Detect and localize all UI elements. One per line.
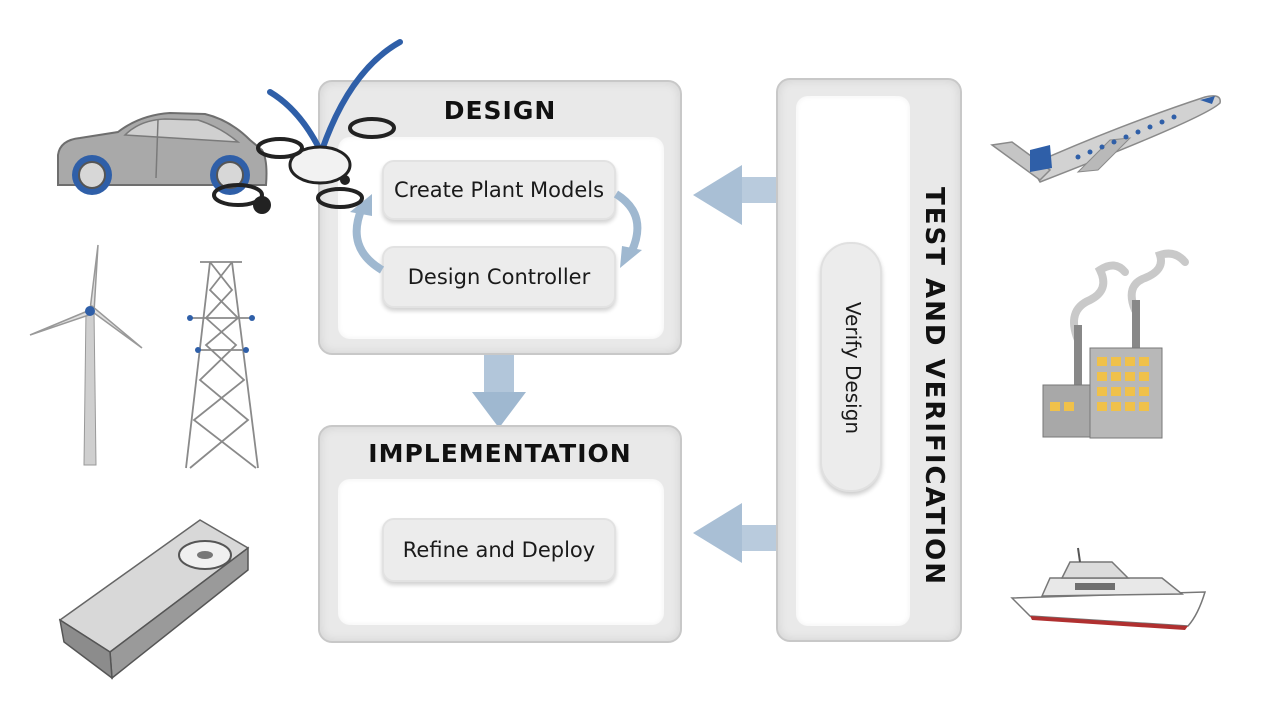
design-controller-step[interactable]: Design Controller xyxy=(382,246,616,308)
verify-to-implementation-arrowhead xyxy=(693,503,742,563)
refine-and-deploy-step[interactable]: Refine and Deploy xyxy=(382,518,616,582)
airplane-icon xyxy=(990,95,1221,183)
boat-icon xyxy=(1010,547,1207,630)
implementation-title: IMPLEMENTATION xyxy=(368,439,632,468)
verify-design-pill[interactable] xyxy=(820,242,882,492)
drone-icon xyxy=(212,39,403,214)
cycle-arrowhead-left xyxy=(350,194,372,216)
design-to-impl-arrow-shaft xyxy=(484,355,514,395)
verify-to-design-arrowhead xyxy=(693,165,742,225)
factory-icon xyxy=(1042,249,1189,439)
car-icon xyxy=(57,111,268,195)
design-to-impl-arrowhead xyxy=(472,392,526,428)
cycle-arrowhead-right xyxy=(620,246,642,268)
power-tower-icon xyxy=(185,261,259,469)
graphics-card-icon xyxy=(58,519,250,680)
cycle-arrow-left xyxy=(352,206,385,274)
create-plant-models-step[interactable]: Create Plant Models xyxy=(382,160,616,220)
design-title: DESIGN xyxy=(443,96,557,125)
cycle-arrow-right xyxy=(613,190,642,257)
wind-turbine-icon xyxy=(29,244,143,466)
